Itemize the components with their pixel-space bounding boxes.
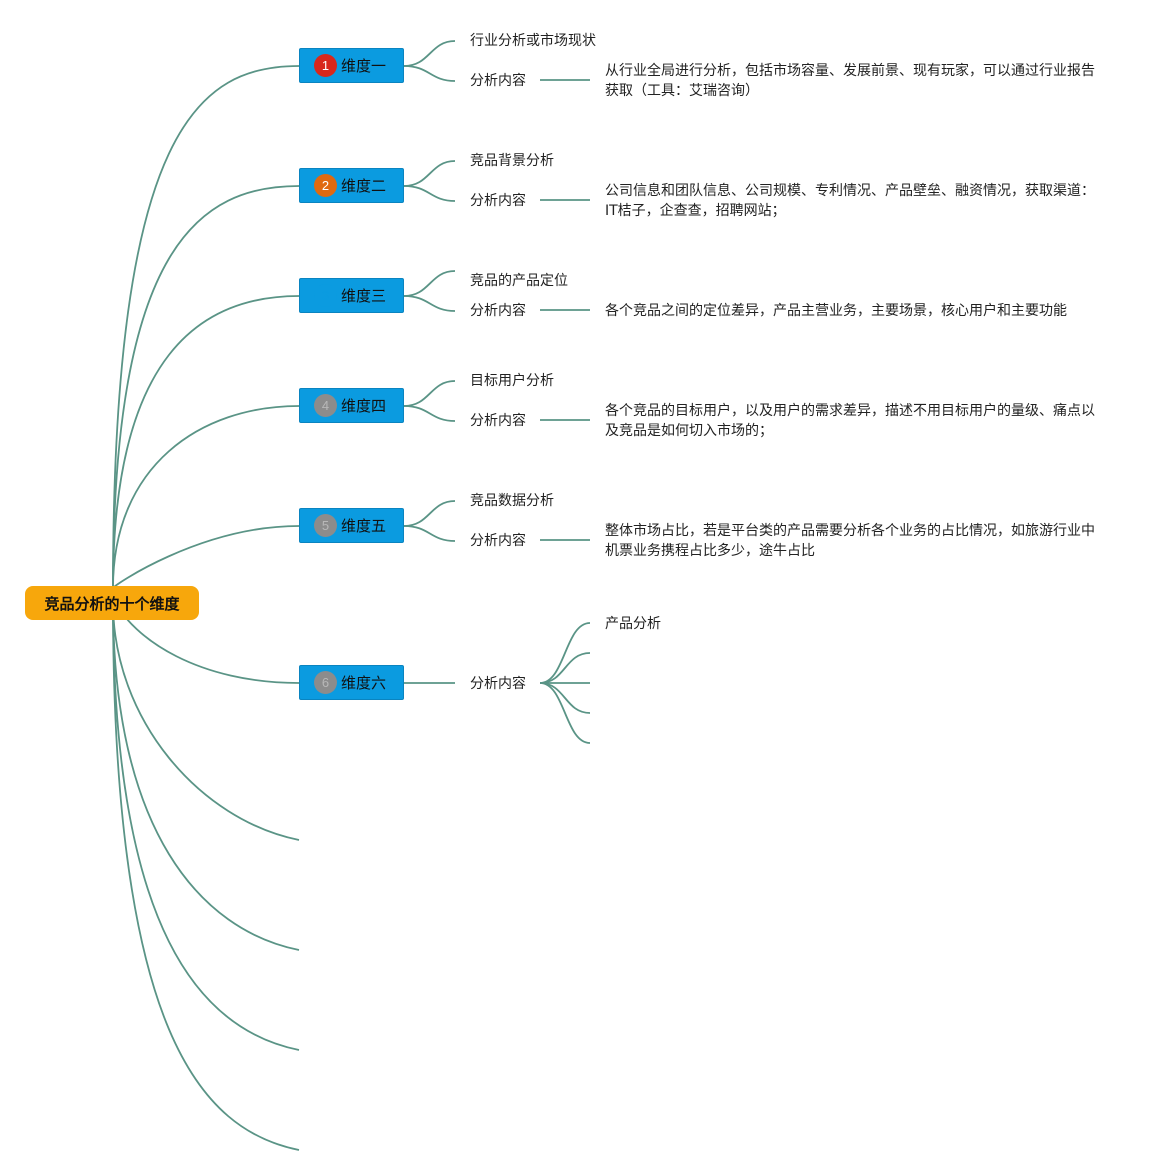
dimension-5-content[interactable]: 整体市场占比，若是平台类的产品需要分析各个业务的占比情况，如旅游行业中机票业务携… — [605, 523, 1095, 559]
dimension-1-label: 维度一 — [341, 57, 387, 75]
dimension-6-node[interactable]: 6 维度六 — [299, 665, 404, 700]
root-connector-3 — [112, 295, 300, 589]
dimension-4-topic[interactable]: 目标用户分析 — [470, 373, 554, 389]
fork-topic-1 — [403, 40, 456, 67]
dimension-1-topic[interactable]: 行业分析或市场现状 — [470, 33, 596, 49]
dimension-2-content-label[interactable]: 分析内容 — [470, 193, 526, 209]
dimension-5-label: 维度五 — [341, 517, 387, 535]
root-node[interactable]: 竞品分析的十个维度 — [25, 586, 199, 620]
number-2-icon: 2 — [314, 174, 337, 197]
dim6-sub-branch-2 — [539, 652, 591, 684]
root-connector-2 — [112, 185, 300, 589]
fork-content-3 — [403, 295, 456, 312]
dimension-3-content[interactable]: 各个竞品之间的定位差异，产品主营业务，主要场景，核心用户和主要功能 — [605, 303, 1067, 319]
fork-topic-5 — [403, 500, 456, 527]
fork-topic-3 — [403, 270, 456, 297]
fork-content-5 — [403, 525, 456, 542]
dimension-3-label: 维度三 — [341, 287, 387, 305]
dimension-3-node[interactable]: 3 维度三 — [299, 278, 404, 313]
fork-content-4 — [403, 405, 456, 422]
number-5-icon: 5 — [314, 514, 337, 537]
dim6-sub-branch-5 — [539, 682, 591, 744]
number-4-icon: 4 — [314, 394, 337, 417]
root-connector-empty-2 — [112, 601, 300, 951]
dimension-3-content-label[interactable]: 分析内容 — [470, 303, 526, 319]
root-connector-empty-3 — [112, 601, 300, 1051]
root-connector-empty-4 — [112, 601, 300, 1151]
root-connector-1 — [112, 65, 300, 589]
fork-topic-2 — [403, 160, 456, 187]
dimension-4-node[interactable]: 4 维度四 — [299, 388, 404, 423]
dimension-3-topic[interactable]: 竞品的产品定位 — [470, 273, 568, 289]
fork-topic-4 — [403, 380, 456, 407]
root-connector-5 — [112, 525, 300, 589]
dimension-4-content-label[interactable]: 分析内容 — [470, 413, 526, 429]
dimension-4-content[interactable]: 各个竞品的目标用户，以及用户的需求差异，描述不用目标用户的量级、痛点以及竞品是如… — [605, 403, 1095, 439]
dim6-sub-branch-1 — [539, 622, 591, 684]
dimension-5-node[interactable]: 5 维度五 — [299, 508, 404, 543]
fork-content-1 — [403, 65, 456, 82]
dimension-6-label: 维度六 — [341, 674, 387, 692]
dimension-6-sub-item-1[interactable]: 产品分析 — [605, 616, 661, 632]
dimension-5-topic[interactable]: 竞品数据分析 — [470, 493, 554, 509]
fork-content-2 — [403, 185, 456, 202]
number-1-icon: 1 — [314, 54, 337, 77]
dimension-4-label: 维度四 — [341, 397, 387, 415]
dim6-sub-branch-4 — [539, 682, 591, 714]
dimension-5-content-label[interactable]: 分析内容 — [470, 533, 526, 549]
dimension-2-topic[interactable]: 竞品背景分析 — [470, 153, 554, 169]
root-connector-empty-1 — [112, 601, 300, 841]
number-6-icon: 6 — [314, 671, 337, 694]
dimension-2-node[interactable]: 2 维度二 — [299, 168, 404, 203]
dimension-2-label: 维度二 — [341, 177, 387, 195]
dimension-2-content[interactable]: 公司信息和团队信息、公司规模、专利情况、产品壁垒、融资情况，获取渠道：IT桔子，… — [605, 183, 1095, 219]
dimension-1-content[interactable]: 从行业全局进行分析，包括市场容量、发展前景、现有玩家，可以通过行业报告获取（工具… — [605, 63, 1095, 99]
root-connector-4 — [112, 405, 300, 589]
dimension-1-node[interactable]: 1 维度一 — [299, 48, 404, 83]
number-3-icon: 3 — [314, 284, 337, 307]
dimension-1-content-label[interactable]: 分析内容 — [470, 73, 526, 89]
dimension-6-content-label[interactable]: 分析内容 — [470, 676, 526, 692]
